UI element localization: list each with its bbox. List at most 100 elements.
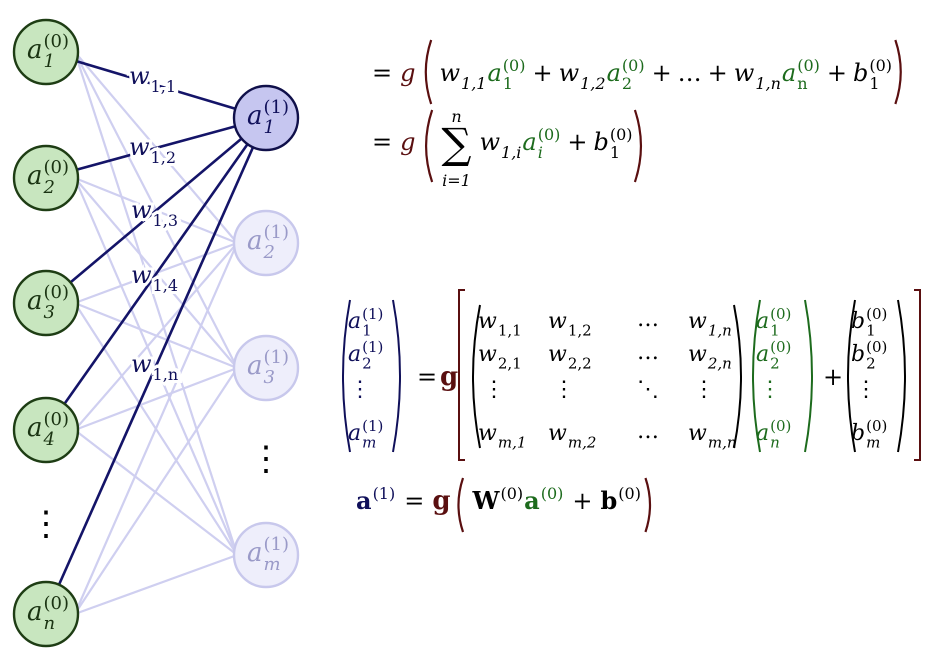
a-vector-entry: a [756,309,769,334]
lhs-entry: a [348,309,361,334]
bias-term: b [853,59,868,87]
left-paren [424,39,433,105]
output-node-active-circle [232,84,300,152]
plus-sign: + [567,128,587,156]
activation-term-sub: 1 [503,74,513,93]
matrix-entry: w [688,309,707,334]
input-node-label: a [27,161,43,191]
matrix-entry: w [478,342,497,367]
right-paren [894,39,902,105]
weight-symbol: w [131,350,152,378]
right-bracket [914,289,921,461]
activation-term-sub: i [538,143,543,162]
matrix-entry-sub: 1,1 [498,321,522,339]
plus-sign: + [708,59,728,87]
right-paren [804,299,813,453]
output-node-faded-label: a [247,538,263,568]
input-node-label-sub: 3 [44,302,55,323]
matrix-entry: w [548,421,567,446]
right-paren [633,109,642,183]
matrix-dots: ⋱ [637,377,659,402]
sigma-symbol: ∑ [441,119,471,168]
weight-symbol: w [129,62,150,90]
activation-term: a [487,59,501,87]
layer-ellipses: ⋮⋮ [29,439,283,544]
b-vector-entry-sup: (0) [866,305,887,323]
matrix-dots: … [637,340,659,365]
weight-symbol: w [129,133,150,161]
b-vector-entry: b [851,342,865,367]
edge-faded [73,51,239,556]
weight-term: w [559,59,580,87]
equals-sign: = [404,487,424,515]
weight-label-halo: w [129,62,150,90]
matrix-entry-sub: m,2 [568,433,597,451]
sum-lower-limit: i=1 [442,171,471,190]
weight-label-halo: w [131,350,152,378]
b-vector-entry: b [851,309,865,334]
weight-symbol: w [131,196,152,224]
edge-active [76,59,236,111]
matrix-entry: w [478,421,497,446]
lhs-entry-sub: 2 [362,354,372,372]
matrix-dots: ⋮ [693,377,715,402]
matrix-dots: … [637,419,659,444]
weight-term-sub: 1,n [755,74,781,93]
bias-term: b [594,128,609,156]
weight-symbol: w [131,261,152,289]
output-node-active-label: a [247,101,263,131]
edge-active [57,146,255,586]
compact-W: W [472,486,501,515]
input-node-label-sup: (0) [44,593,70,614]
matrix-dots: ⋮ [483,377,505,402]
matrix-entry-sub: 1,2 [568,321,592,339]
input-node-label-sup: (0) [44,282,70,303]
activation-term-sub: n [797,74,807,93]
weight-symbol-sub: 1,2 [151,148,176,167]
weight-term-sub: 1,i [501,143,521,162]
matrix-entry-sub: m,1 [498,433,527,451]
right-paren [733,304,742,449]
function-g-bold: g [440,362,458,392]
b-vector-entry-sup: (0) [866,338,887,356]
output-ellipsis: ⋮ [249,439,283,479]
left-paren [752,299,761,453]
edge-active [69,137,243,284]
right-paren [644,477,652,533]
matrix-entry: w [688,342,707,367]
lhs-entry-sub: 1 [362,321,372,339]
weight-term-sub: 1,1 [461,74,486,93]
activation-term: a [607,59,621,87]
matrix-entry-sub: 1,n [708,321,732,339]
output-node-faded-circle [232,334,300,402]
left-paren [342,299,351,453]
bias-term-sup: (0) [869,56,892,75]
weight-term-sub: 1,2 [580,74,605,93]
input-node-circle [12,269,80,337]
input-node-label-sup: (0) [44,157,70,178]
ellipsis: … [678,59,702,87]
lhs-entry-sup: (1) [362,305,383,323]
plus-sign: + [827,59,847,87]
b-vector-entry-sub: 1 [866,321,876,339]
output-node-active-label-sup: (1) [264,97,290,118]
weight-label-halo: 1,2 [151,148,178,168]
input-node-circle [12,18,80,86]
compact-a0-sup: (0) [541,484,564,503]
input-node-label-sub: 4 [43,429,55,450]
plus-sign: + [532,59,552,87]
sum-upper-limit: n [451,107,461,126]
weight-label-halo: w [131,196,152,224]
weight-label-halo: w [129,133,150,161]
left-paren [472,304,481,449]
edge-faded [73,367,239,615]
plus-sign: + [652,59,672,87]
